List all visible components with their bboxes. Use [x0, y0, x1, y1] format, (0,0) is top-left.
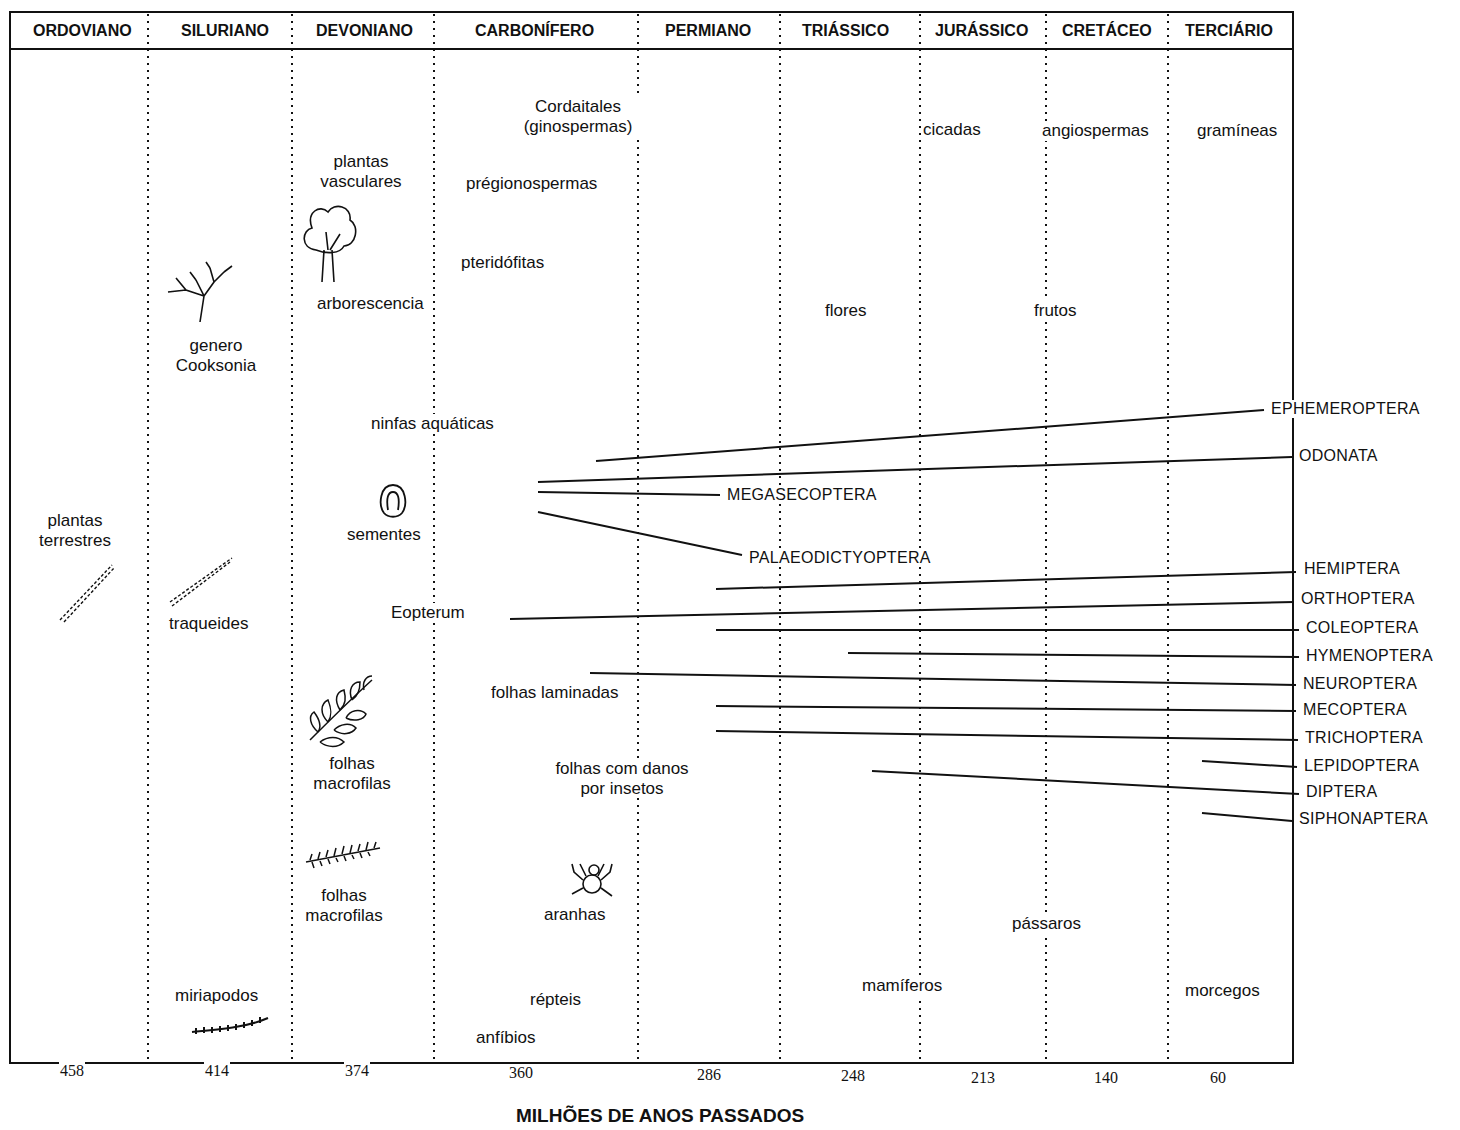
insect-order: TRICHOPTERA: [1304, 729, 1424, 747]
axis-tick: 60: [1209, 1069, 1227, 1087]
axis-tick: 248: [840, 1067, 866, 1085]
insect-order: ORTHOPTERA: [1300, 590, 1416, 608]
axis-tick: 286: [696, 1066, 722, 1084]
plant-label: cicadas: [922, 120, 982, 140]
axis-tick: 360: [508, 1064, 534, 1082]
axis-tick: 140: [1093, 1069, 1119, 1087]
insect-order: PALAEODICTYOPTERA: [748, 549, 932, 567]
plant-label: arborescencia: [316, 294, 425, 314]
axis-tick: 213: [970, 1069, 996, 1087]
insect-label: ninfas aquáticas: [370, 414, 495, 434]
insect-order: LEPIDOPTERA: [1303, 757, 1420, 775]
insect-order: EPHEMEROPTERA: [1270, 400, 1421, 418]
plant-label: sementes: [346, 525, 422, 545]
period-header: SILURIANO: [180, 22, 270, 40]
axis-tick: 374: [344, 1062, 370, 1080]
plant-label: folhas laminadas: [490, 683, 620, 703]
animal-label: répteis: [529, 990, 582, 1010]
plant-label: flores: [824, 301, 868, 321]
order-range-lines: [510, 410, 1299, 821]
animal-label: miriapodos: [174, 986, 259, 1006]
plant-label: angiospermas: [1041, 121, 1150, 141]
period-header: PERMIANO: [664, 22, 752, 40]
plant-label: frutos: [1033, 301, 1078, 321]
plant-label: prégionospermas: [465, 174, 598, 194]
seed-icon: [381, 485, 405, 517]
period-header: TERCIÁRIO: [1184, 22, 1274, 40]
plant-label: plantas vasculares: [310, 152, 412, 191]
tracheid-icons: [60, 558, 232, 622]
axis-title: MILHÕES DE ANOS PASSADOS: [515, 1105, 805, 1127]
chart-frame: [10, 12, 1293, 1063]
plant-label: pteridófitas: [460, 253, 545, 273]
insect-order: HYMENOPTERA: [1305, 647, 1434, 665]
plant-label: plantas terrestres: [24, 511, 126, 550]
plant-label: folhas com danos por insetos: [546, 759, 698, 798]
plant-label: traqueides: [168, 614, 249, 634]
period-dividers: [148, 14, 1168, 1061]
insect-order: NEUROPTERA: [1302, 675, 1418, 693]
insect-order: HEMIPTERA: [1303, 560, 1401, 578]
period-header: DEVONIANO: [315, 22, 414, 40]
plant-label: genero Cooksonia: [165, 336, 267, 375]
period-header: TRIÁSSICO: [801, 22, 890, 40]
plant-label: folhas macrofilas: [301, 754, 403, 793]
insect-order: ODONATA: [1298, 447, 1379, 465]
axis-tick: 414: [204, 1062, 230, 1080]
insect-order: DIPTERA: [1305, 783, 1378, 801]
header-rule: [10, 48, 1293, 50]
period-header: CRETÁCEO: [1061, 22, 1153, 40]
millipede-icon: [192, 1017, 268, 1034]
animal-label: aranhas: [543, 905, 606, 925]
period-header: JURÁSSICO: [934, 22, 1029, 40]
period-header: ORDOVIANO: [32, 22, 133, 40]
plant-label: Cordaitales (ginospermas): [502, 97, 654, 136]
cooksonia-icon: [168, 262, 232, 322]
insect-order: SIPHONAPTERA: [1298, 810, 1429, 828]
plant-label: gramíneas: [1196, 121, 1278, 141]
axis-tick: 458: [59, 1062, 85, 1080]
animal-label: anfíbios: [475, 1028, 537, 1048]
animal-label: morcegos: [1184, 981, 1261, 1001]
tree-icon: [304, 206, 355, 282]
plant-label: folhas macrofilas: [293, 886, 395, 925]
insect-order: MEGASECOPTERA: [726, 486, 878, 504]
period-header: CARBONÍFERO: [474, 22, 595, 40]
insect-label: Eopterum: [390, 603, 466, 623]
insect-order: COLEOPTERA: [1305, 619, 1419, 637]
animal-label: mamíferos: [861, 976, 943, 996]
spider-icon: [572, 864, 612, 896]
animal-label: pássaros: [1011, 914, 1082, 934]
insect-order: MECOPTERA: [1302, 701, 1408, 719]
